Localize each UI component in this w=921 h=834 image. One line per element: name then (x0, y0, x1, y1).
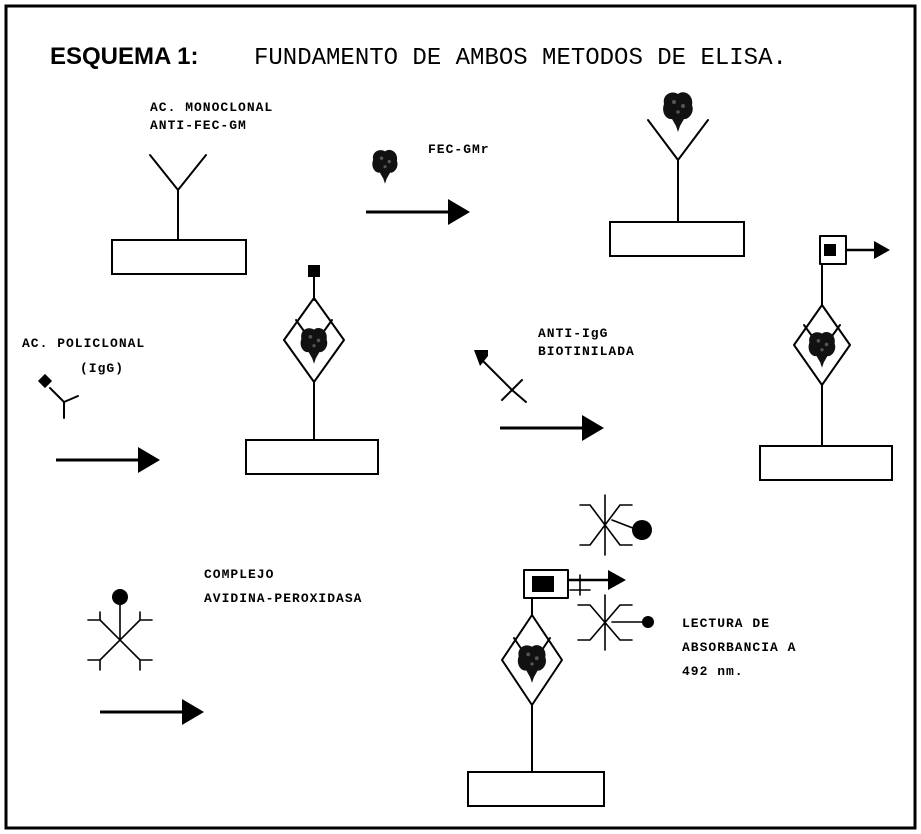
peroxidase-enzyme-icon (642, 616, 654, 628)
policlonal-antibody-icon (49, 387, 79, 419)
peroxidase-enzyme-icon (112, 589, 128, 605)
solid-phase-plate (759, 445, 893, 481)
arrow-step1 (364, 197, 472, 227)
label-fec-gmr: FEC-GMr (428, 142, 490, 157)
step2-antigen-captured (609, 92, 745, 257)
arrow-step4 (98, 697, 206, 727)
solid-phase-plate (467, 771, 605, 807)
fec-gmr-antigen-icon (372, 149, 398, 184)
anti-igg-antibody-icon (481, 359, 527, 403)
label-lectura-line3: 492 nm. (682, 664, 744, 679)
readout-label: LECTURA DE ABSORBANCIA A 492 nm. (682, 616, 796, 679)
label-anti-igg-line2: BIOTINILADA (538, 344, 635, 359)
biotin-tag-icon (474, 350, 488, 366)
step4-biotinylated-complex (759, 235, 893, 481)
step4-avidin-peroxidase-reagent: COMPLEJO AVIDINA-PEROXIDASA (87, 567, 362, 727)
label-policlonal-line2: (IgG) (80, 361, 124, 376)
avidin-complex-icon (87, 604, 153, 671)
arrow-step2 (54, 445, 162, 475)
label-monoclonal-line1: AC. MONOCLONAL (150, 100, 273, 115)
label-monoclonal-line2: ANTI-FEC-GM (150, 118, 247, 133)
step1-coated-antibody: AC. MONOCLONAL ANTI-FEC-GM (111, 100, 273, 275)
page-title: FUNDAMENTO DE AMBOS METODOS DE ELISA. (254, 45, 787, 72)
label-anti-igg-line1: ANTI-IgG (538, 326, 608, 341)
solid-phase-plate (609, 221, 745, 257)
label-policlonal-line1: AC. POLICLONAL (22, 336, 145, 351)
label-complejo-line1: COMPLEJO (204, 567, 274, 582)
step5-final-complex (467, 494, 654, 807)
step2-policlonal-reagent: AC. POLICLONAL (IgG) (22, 336, 162, 475)
title-prefix: ESQUEMA 1: (50, 43, 198, 70)
arrow-step3 (498, 413, 606, 443)
label-lectura-line2: ABSORBANCIA A (682, 640, 796, 655)
policlonal-antigen-icon (37, 373, 53, 389)
solid-phase-plate (245, 439, 379, 475)
antibody-y-shape (647, 119, 709, 223)
step3-anti-igg-reagent: ANTI-IgG BIOTINILADA (474, 326, 635, 443)
solid-phase-plate (111, 239, 247, 275)
peroxidase-enzyme-icon (632, 520, 652, 540)
antibody-y-shape (149, 154, 207, 241)
diagram-frame (4, 4, 917, 830)
step3-sandwich (245, 265, 379, 475)
label-complejo-line2: AVIDINA-PEROXIDASA (204, 591, 362, 606)
step1-antigen-reagent: FEC-GMr (364, 142, 490, 227)
label-lectura-line1: LECTURA DE (682, 616, 770, 631)
